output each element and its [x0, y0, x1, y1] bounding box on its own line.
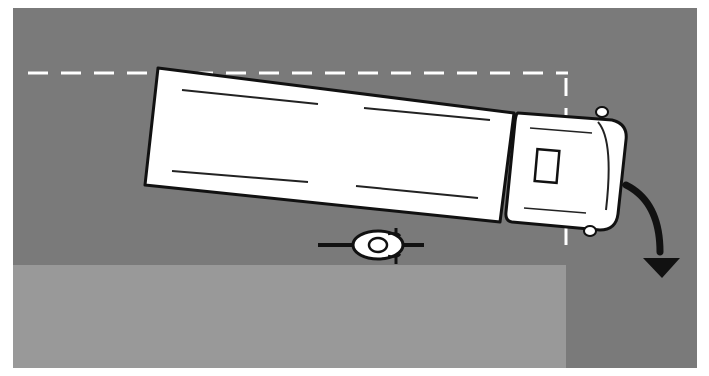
rider-helmet: [369, 238, 387, 252]
mirror-icon: [596, 107, 608, 117]
cab-roof-hatch: [535, 149, 560, 183]
mirror-icon: [584, 226, 596, 236]
sidewalk: [13, 265, 566, 368]
